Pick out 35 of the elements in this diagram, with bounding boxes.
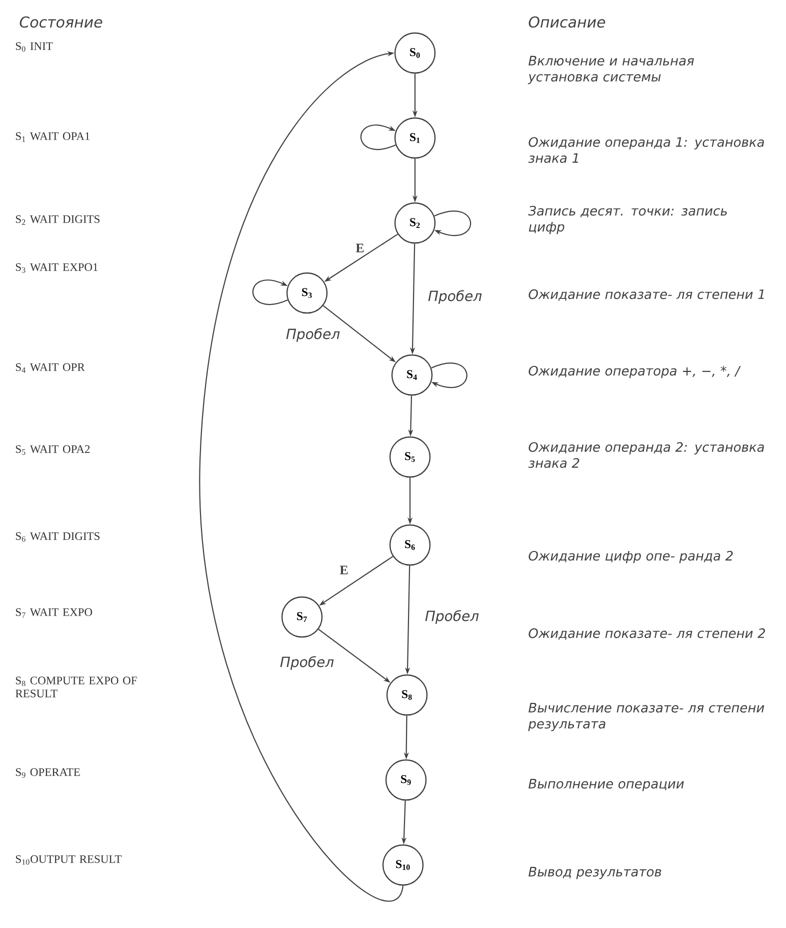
edge-label: E <box>354 242 366 254</box>
state-description: Ожидание показате- ля степени 2 <box>528 628 766 640</box>
state-name: S$_{0}$ INIT <box>16 42 53 52</box>
state-name: S$_{7}$ WAIT EXPO <box>16 608 92 618</box>
state-name: S$_{9}$ OPERATE <box>16 768 80 778</box>
arrow <box>252 280 288 305</box>
arrow <box>431 362 468 388</box>
column-heading: Состояние <box>20 16 102 28</box>
state-description: Включение и начальная установка системы <box>528 56 694 84</box>
state-name: S$_{10}$OUTPUT RESULT <box>16 855 122 865</box>
state-name: S$_{4}$ WAIT OPR <box>16 363 85 373</box>
state-description: Ожидание операнда 2: установка знака 2 <box>528 442 764 468</box>
state-name: S$_{2}$ WAIT DIGITS <box>16 215 100 225</box>
edge-label: Пробел <box>424 609 480 625</box>
state-name: S$_{5}$ WAIT OPA2 <box>16 445 90 455</box>
state-name: S$_{6}$ WAIT DIGITS <box>16 532 100 542</box>
state-description: Вывод результатов <box>528 866 662 880</box>
state-description: Ожидание операнда 1: установка знака 1 <box>528 137 764 163</box>
edge-label: Пробел <box>278 655 336 671</box>
state-name: S$_{3}$ WAIT EXPO1 <box>16 263 98 273</box>
state-description: Ожидание цифр опе- ранда 2 <box>528 550 733 564</box>
state-description: Ожидание показате- ля степени 1 <box>528 289 764 301</box>
arrow <box>434 210 472 236</box>
column-heading: Описание <box>528 16 606 28</box>
state-description: Вычисление показате- ля степени результата <box>528 702 764 732</box>
arrow <box>360 124 396 150</box>
state-name: S$_{1}$ WAIT OPA1 <box>16 132 90 142</box>
state-description: Выполнение операции <box>528 778 684 792</box>
state-description: Ожидание оператора +, −, *, / <box>528 366 741 378</box>
state-description: Запись десят. точки: запись цифр <box>528 206 727 234</box>
edge-label: Пробел <box>284 327 342 343</box>
edge-label: E <box>338 564 350 576</box>
arrow <box>199 51 404 900</box>
state-name: S$_{8}$ COMPUTE EXPO OF RESULT <box>16 676 137 698</box>
edge-label: Пробел <box>426 289 484 305</box>
